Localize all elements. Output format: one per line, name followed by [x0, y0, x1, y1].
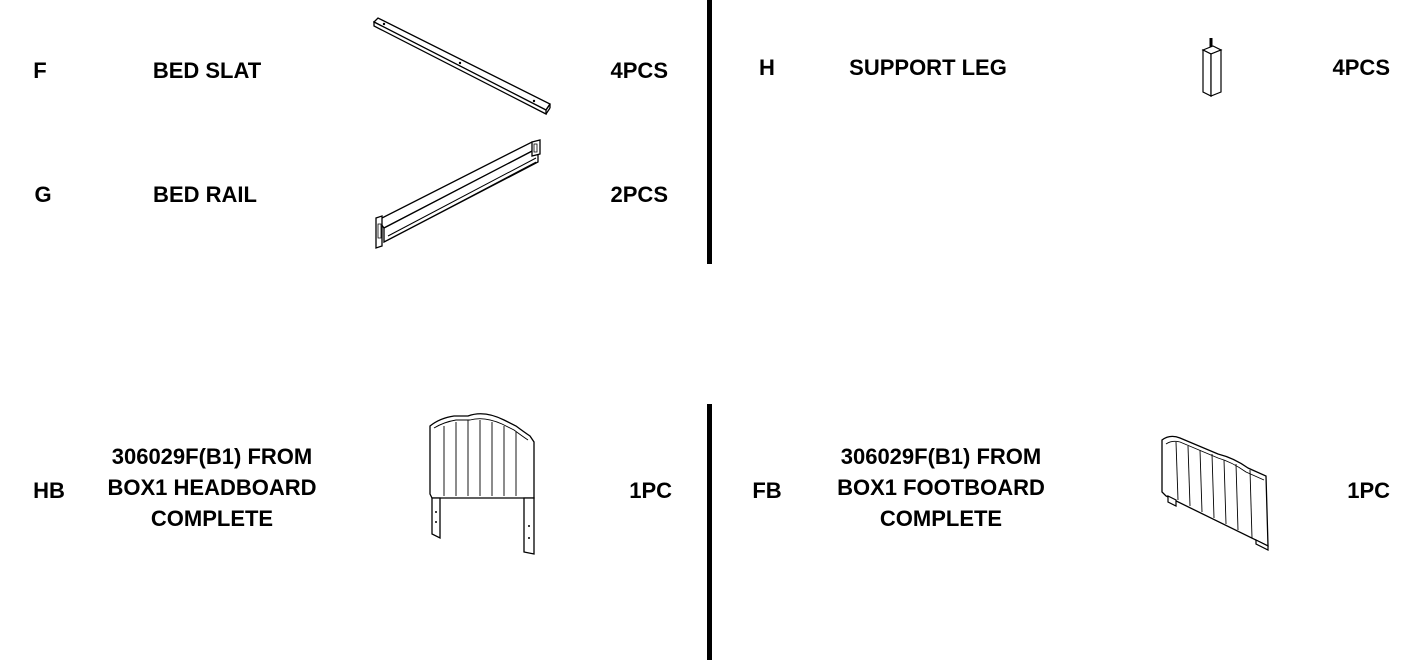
part-qty: 2PCS: [610, 182, 668, 207]
part-code: HB: [33, 478, 65, 503]
divider-bottom: [707, 404, 712, 660]
part-name-line: BOX1 HEADBOARD: [107, 475, 317, 500]
part-name: 306029F(B1) FROM BOX1 FOOTBOARD COMPLETE: [837, 441, 1045, 534]
support-leg-icon: [1200, 38, 1224, 100]
bed-slat-icon: [372, 18, 552, 116]
part-code: FB: [752, 478, 782, 503]
part-name-line: COMPLETE: [879, 506, 1003, 531]
part-name: BED RAIL: [153, 182, 257, 207]
part-name: 306029F(B1) FROM BOX1 HEADBOARD COMPLETE: [107, 441, 316, 534]
part-name: BED SLAT: [152, 58, 262, 83]
part-qty: 1PC: [629, 478, 672, 503]
headboard-icon: [424, 412, 548, 556]
part-name-line: BOX1 FOOTBOARD: [837, 475, 1045, 500]
part-code: F: [33, 58, 47, 83]
part-name-line: 306029F(B1) FROM: [840, 444, 1042, 469]
part-name: SUPPORT LEG: [849, 55, 1007, 80]
footboard-icon: [1158, 434, 1274, 550]
part-qty: 1PC: [1347, 478, 1390, 503]
part-code: H: [759, 55, 775, 80]
part-name-line: 306029F(B1) FROM: [111, 444, 313, 469]
divider-top: [707, 0, 712, 264]
part-qty: 4PCS: [1332, 55, 1390, 80]
part-code: G: [34, 182, 52, 207]
part-qty: 4PCS: [610, 58, 668, 83]
bed-rail-icon: [372, 138, 548, 250]
part-name-line: COMPLETE: [150, 506, 274, 531]
